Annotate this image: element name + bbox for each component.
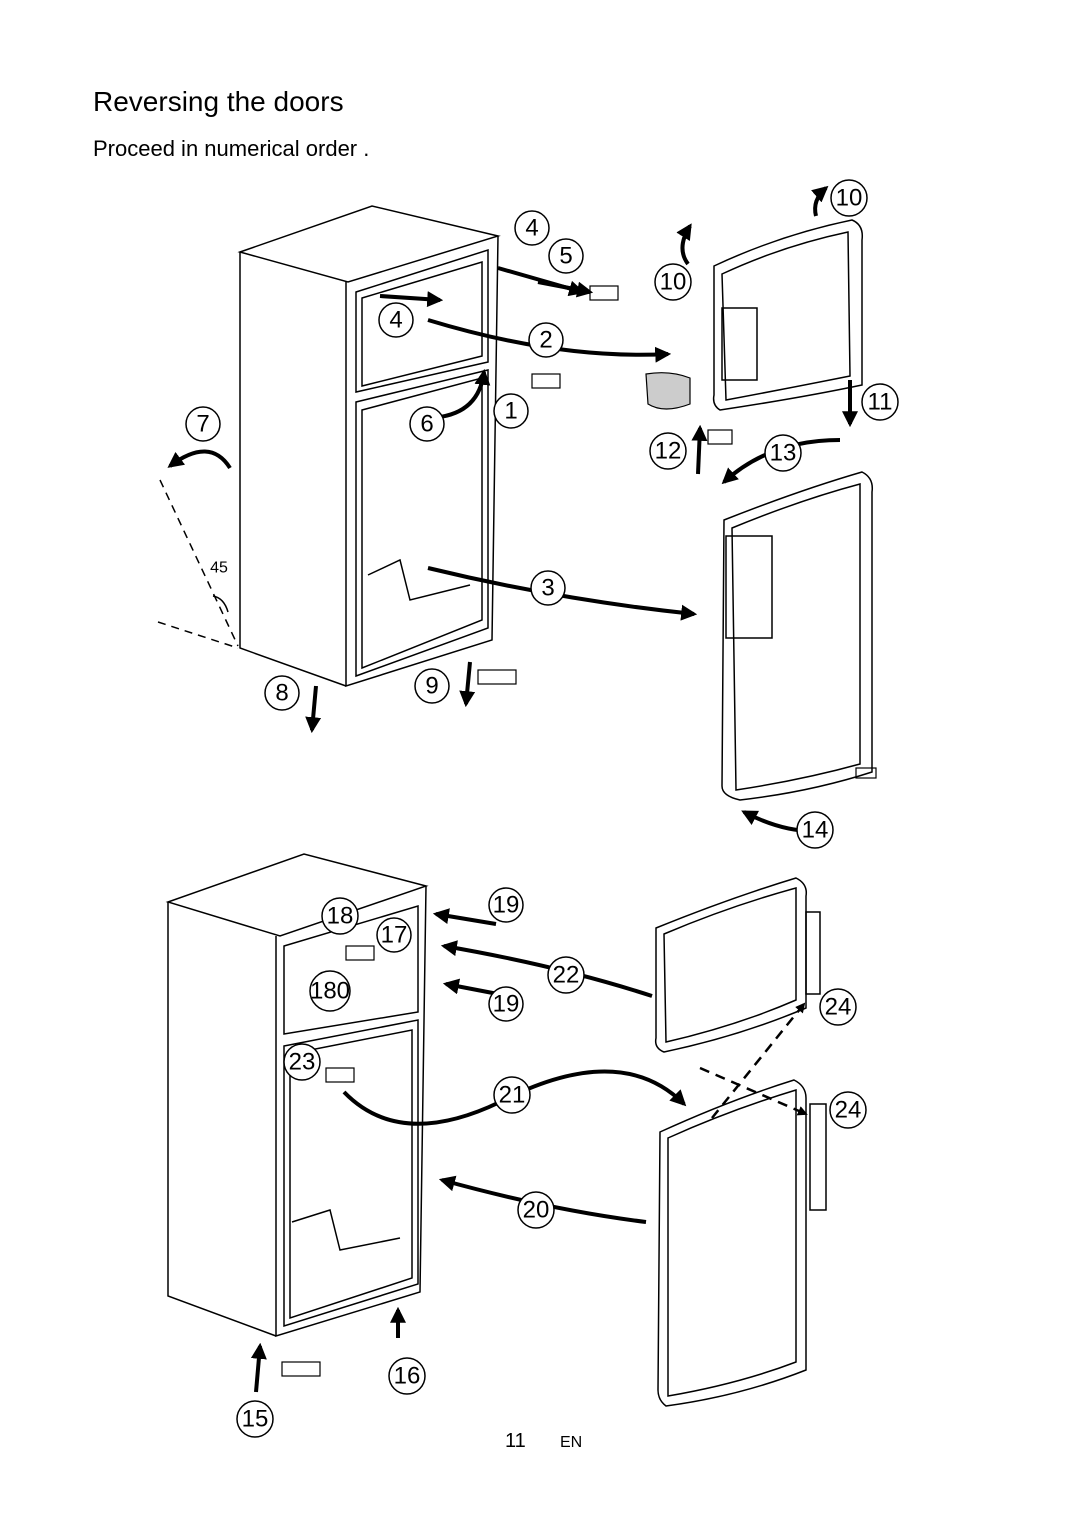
step-11-label: 11: [868, 389, 893, 416]
step-23-label: 23: [289, 1049, 316, 1076]
page-title: Reversing the doors: [93, 86, 344, 117]
page-number: 11: [505, 1430, 526, 1452]
step-6-label: 6: [420, 411, 433, 438]
step-1-label: 1: [504, 398, 517, 425]
step-24-label: 24: [835, 1097, 862, 1124]
fridge-body-top: [237, 205, 501, 688]
step-4-label: 4: [525, 215, 538, 242]
fridge-body-bottom: [165, 853, 429, 1338]
step-16-label: 16: [394, 1363, 421, 1390]
freezer-door-bottom: [654, 877, 821, 1053]
step-5-label: 5: [559, 243, 572, 270]
step-8-label: 8: [275, 680, 288, 707]
step-10-label: 10: [660, 269, 687, 296]
fridge-door-bottom: [657, 1079, 827, 1407]
angle-label: 45: [210, 560, 228, 577]
angle-indicator: [157, 479, 239, 649]
page-subtitle: Proceed in numerical order .: [93, 136, 370, 161]
step-19-label: 19: [493, 991, 520, 1018]
step-19-label: 19: [493, 892, 520, 919]
step-14-label: 14: [802, 817, 829, 844]
step-24-label: 24: [825, 994, 852, 1021]
step-180-label: 180: [310, 978, 350, 1005]
step-17-label: 17: [381, 922, 408, 949]
step-13-label: 13: [770, 440, 797, 467]
step-2-label: 2: [539, 327, 552, 354]
arrows: [167, 185, 858, 1393]
step-22-label: 22: [553, 962, 580, 989]
fridge-door-top: [721, 471, 874, 801]
step-15-label: 15: [242, 1406, 269, 1433]
step-10-label: 10: [836, 185, 863, 212]
step-4-label: 4: [389, 307, 402, 334]
dashed-arrows: [699, 1002, 808, 1119]
language-code: EN: [560, 1434, 583, 1451]
step-3-label: 3: [541, 575, 554, 602]
step-7-label: 7: [196, 411, 209, 438]
hinge-parts: [281, 285, 877, 1377]
step-12-label: 12: [655, 438, 682, 465]
step-18-label: 18: [327, 903, 354, 930]
step-circles: [185, 179, 899, 1438]
freezer-door-top: [712, 219, 864, 411]
step-20-label: 20: [523, 1197, 550, 1224]
step-21-label: 21: [499, 1082, 526, 1109]
step-9-label: 9: [425, 673, 438, 700]
